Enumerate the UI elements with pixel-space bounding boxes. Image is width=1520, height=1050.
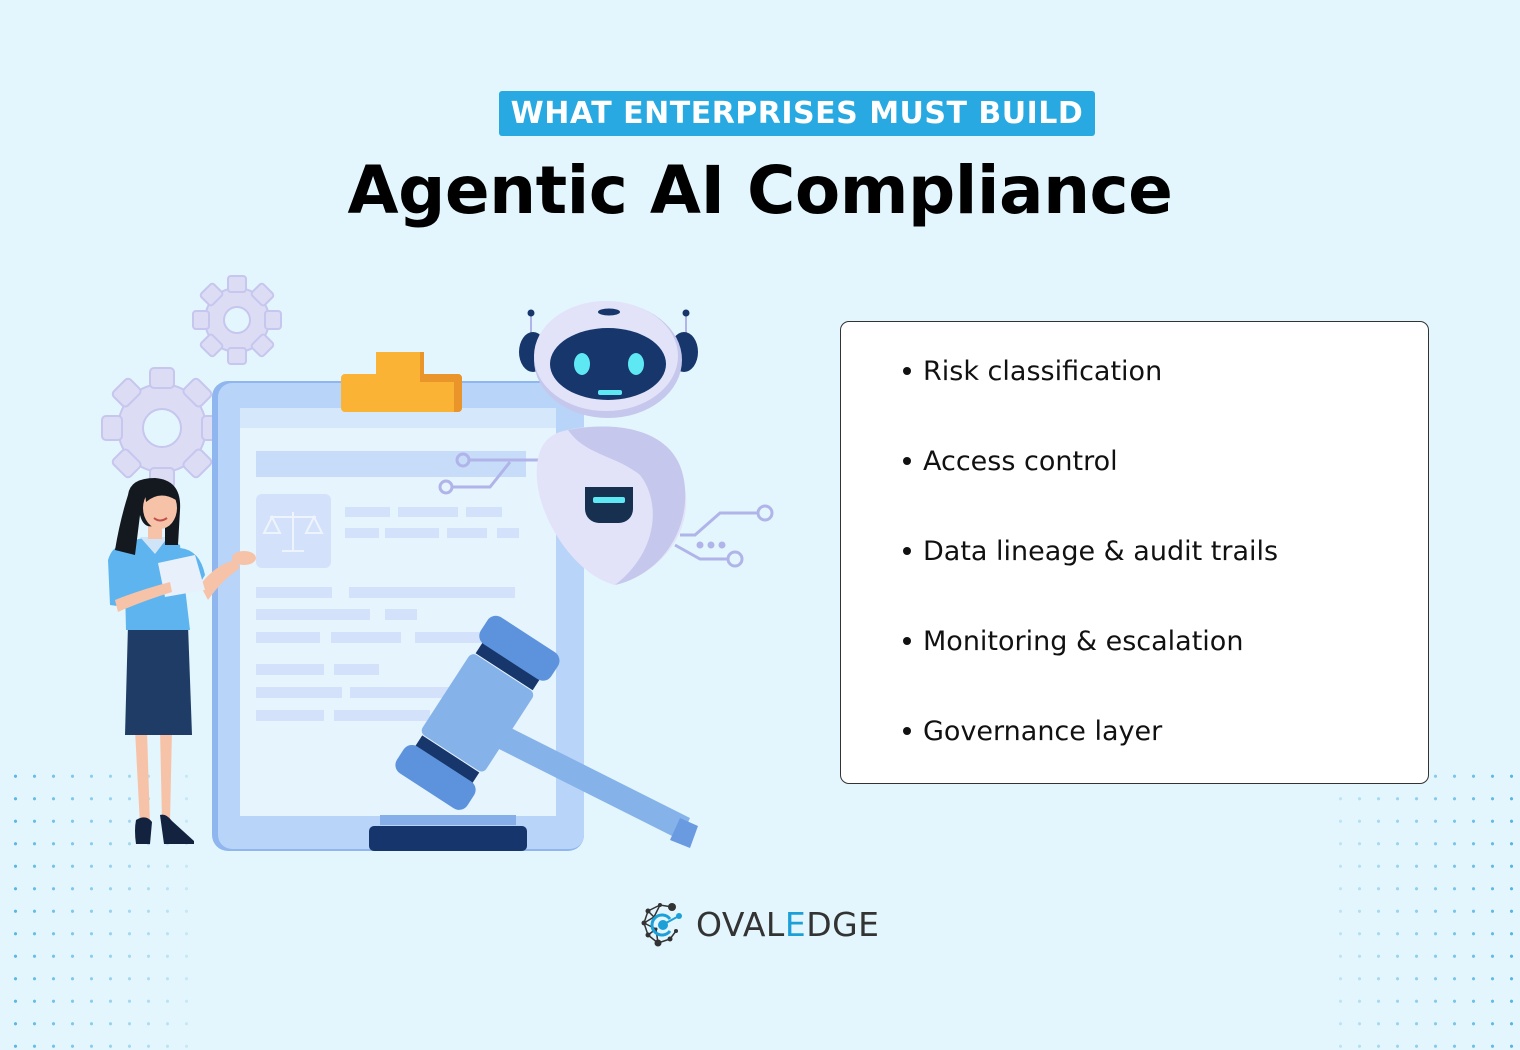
requirements-card: Risk classification Access control Data … <box>840 321 1429 784</box>
clipboard-clip <box>341 352 462 412</box>
page-title: Agentic AI Compliance <box>347 152 1173 229</box>
circuit-lines <box>438 452 774 568</box>
scales-of-justice-icon <box>262 512 324 552</box>
logo-wordmark: OVALEDGE <box>696 904 880 944</box>
list-item-label: Risk classification <box>923 356 1163 387</box>
bullet-icon <box>903 546 911 555</box>
ovaledge-network-icon <box>641 903 682 947</box>
robot <box>519 301 698 585</box>
decorative-dot-pattern-right <box>1325 760 1520 1050</box>
clipboard <box>212 352 584 851</box>
list-item: Risk classification <box>903 356 1162 387</box>
gavel <box>395 615 698 848</box>
list-item: Data lineage & audit trails <box>903 536 1278 567</box>
list-item: Monitoring & escalation <box>903 626 1243 657</box>
list-item-label: Access control <box>923 446 1118 477</box>
bullet-icon <box>903 456 911 465</box>
list-item: Access control <box>903 446 1118 477</box>
bullet-icon <box>903 366 911 375</box>
gear-icon <box>101 367 223 489</box>
list-item: Governance layer <box>903 716 1162 747</box>
list-item-label: Monitoring & escalation <box>923 626 1244 657</box>
bullet-icon <box>903 636 911 645</box>
businesswoman <box>108 478 256 844</box>
gear-icon <box>192 275 282 365</box>
list-item-label: Governance layer <box>923 716 1163 747</box>
bullet-icon <box>903 726 911 735</box>
ovaledge-logo: OVALEDGE <box>640 900 880 948</box>
eyebrow-badge: WHAT ENTERPRISES MUST BUILD <box>499 91 1095 136</box>
list-item-label: Data lineage & audit trails <box>923 536 1279 567</box>
compliance-illustration <box>101 275 774 851</box>
